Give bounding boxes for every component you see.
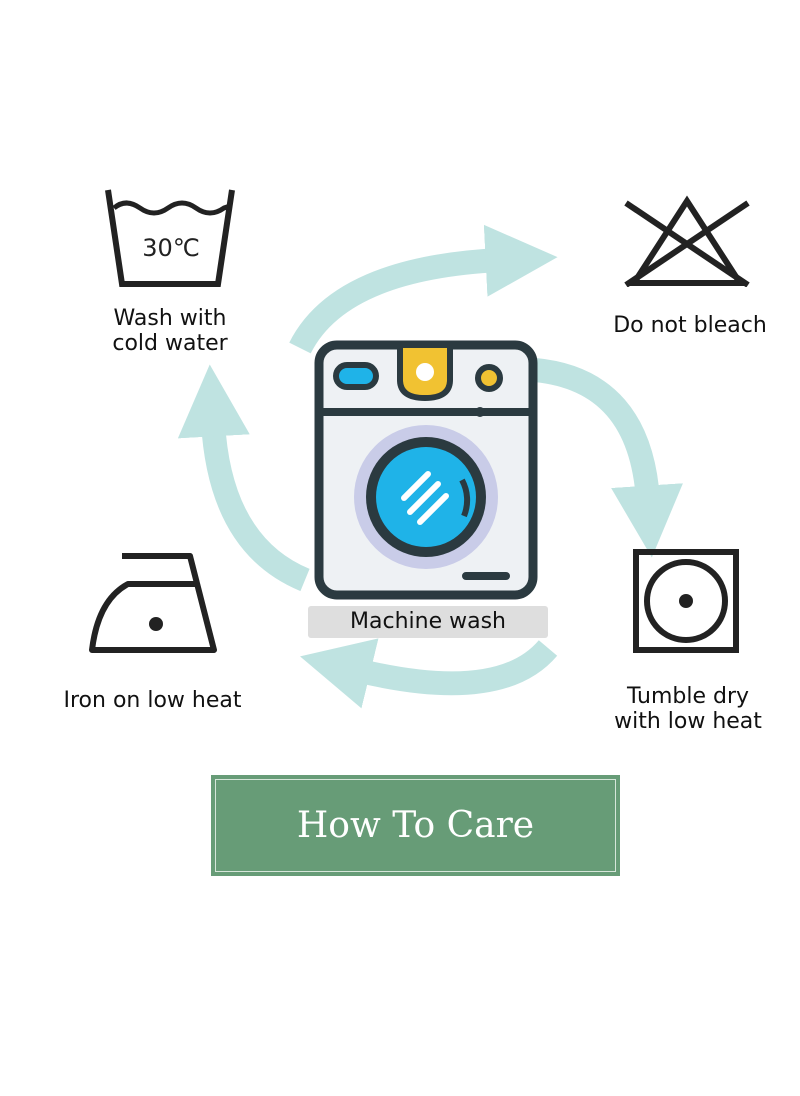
machine-wash-label: Machine wash: [308, 606, 548, 638]
dry-label-line2: with low heat: [614, 709, 762, 734]
washing-machine-icon: [314, 340, 538, 600]
wash-label-line2: cold water: [112, 331, 228, 356]
banner-title: How To Care: [296, 805, 535, 846]
bleach-label: Do not bleach: [613, 313, 767, 338]
banner-border: [215, 779, 616, 872]
arrow-to-wash: [177, 364, 310, 592]
wash-temperature: 30℃: [142, 234, 200, 262]
how-to-care-banner: How To Care: [211, 775, 620, 876]
tumble-dry-icon: [633, 549, 739, 653]
arrow-to-bleach: [289, 224, 558, 354]
wash-tub-icon: 30℃: [105, 189, 235, 287]
iron-icon: [89, 553, 217, 653]
wash-label: Wash with cold water: [70, 306, 270, 356]
wash-label-line1: Wash with: [113, 306, 227, 331]
iron-label: Iron on low heat: [63, 688, 242, 713]
no-bleach-icon: [624, 195, 750, 287]
arrow-to-dry: [533, 358, 683, 558]
arrow-to-iron: [300, 638, 558, 709]
dry-label: Tumble dry with low heat: [588, 684, 788, 734]
dry-label-line1: Tumble dry: [626, 684, 750, 709]
